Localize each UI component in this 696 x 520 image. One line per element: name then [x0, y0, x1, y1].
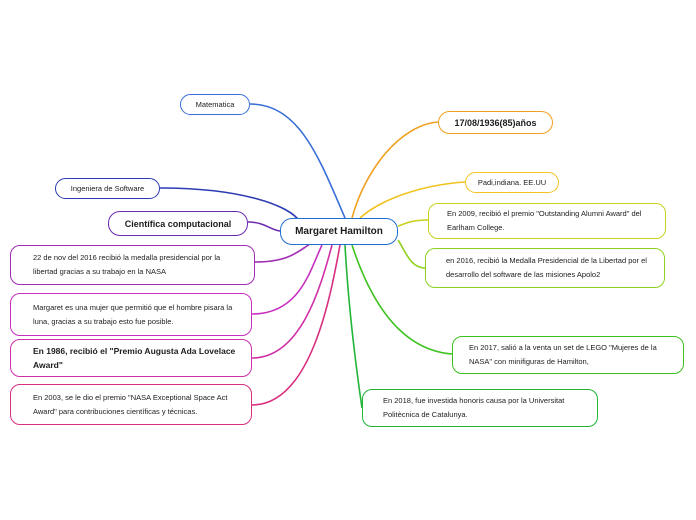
node-lovelace-award-label: En 1986, recibió el "Premio Augusta Ada … [33, 346, 236, 370]
connector-lego [351, 244, 453, 355]
node-medalla-2016-label: 22 de nov del 2016 recibió la medalla pr… [33, 253, 221, 276]
connector-padi [359, 181, 466, 219]
central-topic-label: Margaret Hamilton [295, 225, 383, 237]
node-nasa-2003[interactable]: En 2003, se le dio el premio "NASA Excep… [10, 384, 252, 425]
node-fecha-nacimiento[interactable]: 17/08/1936(85)años [438, 111, 553, 134]
node-medalla-libertad-label: en 2016, recibió la Medalla Presidencial… [446, 256, 647, 279]
node-premio-2009[interactable]: En 2009, recibió el premio "Outstanding … [428, 203, 666, 239]
node-lego-2017[interactable]: En 2017, salió a la venta un set de LEGO… [452, 336, 684, 374]
node-honoris-causa-2018[interactable]: En 2018, fue investida honoris causa por… [362, 389, 598, 427]
node-medalla-2016[interactable]: 22 de nov del 2016 recibió la medalla pr… [10, 245, 255, 285]
connector-lovelace [251, 244, 333, 359]
node-lugar-nacimiento[interactable]: Padi,indiana. EE.UU [465, 172, 559, 193]
node-cientifica-computacional-label: Científica computacional [124, 218, 232, 229]
node-lego-2017-label: En 2017, salió a la venta un set de LEGO… [469, 343, 657, 366]
node-ingeniera-software[interactable]: Ingeniera de Software [55, 178, 160, 199]
node-luna-label: Margaret es una mujer que permitió que e… [33, 302, 233, 326]
connector-2016-libertad [397, 239, 426, 269]
node-ingeniera-software-label: Ingeniera de Software [70, 183, 145, 193]
central-topic-margaret-hamilton[interactable]: Margaret Hamilton [280, 218, 398, 245]
connector-luna [251, 244, 323, 315]
connector-cientifica [247, 221, 281, 232]
connector-ingeniera [159, 187, 301, 223]
connector-medalla-2016 [254, 243, 311, 263]
connector-2009 [397, 219, 429, 227]
connector-2018 [344, 244, 363, 409]
node-cientifica-computacional[interactable]: Científica computacional [108, 211, 248, 236]
node-lugar-nacimiento-label: Padi,indiana. EE.UU [477, 177, 547, 187]
node-nasa-2003-label: En 2003, se le dio el premio "NASA Excep… [33, 392, 228, 416]
node-medalla-libertad[interactable]: en 2016, recibió la Medalla Presidencial… [425, 248, 665, 288]
node-premio-2009-label: En 2009, recibió el premio "Outstanding … [447, 209, 642, 232]
node-matematica[interactable]: Matematica [180, 94, 250, 115]
node-fecha-nacimiento-label: 17/08/1936(85)años [454, 117, 537, 128]
node-lovelace-award[interactable]: En 1986, recibió el "Premio Augusta Ada … [10, 339, 252, 377]
connector-fecha [351, 121, 439, 219]
node-matematica-label: Matematica [195, 99, 235, 109]
connector-nasa-2003 [251, 244, 341, 406]
node-honoris-causa-2018-label: En 2018, fue investida honoris causa por… [383, 396, 565, 419]
connector-matematica [249, 103, 346, 219]
node-luna[interactable]: Margaret es una mujer que permitió que e… [10, 293, 252, 336]
